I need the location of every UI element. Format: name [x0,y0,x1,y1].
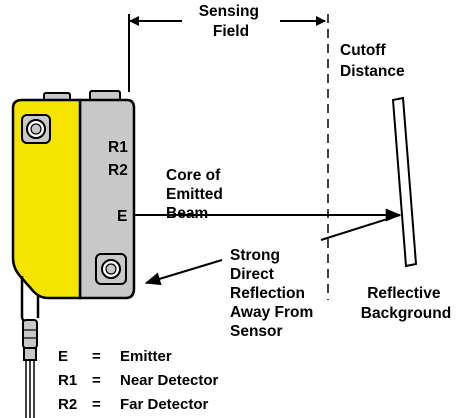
sensor-housing [11,98,82,300]
strong-reflection-arrow [144,259,223,286]
reflected-ray [320,214,401,241]
marking-r2: R2 [108,162,128,179]
strong-reflection-line-4: Away From [230,304,313,321]
legend-eq: = [92,348,101,365]
legend: E = Emitter R1 = Near Detector R2 = Far … [58,348,219,413]
sensor-body: R1 R2 E [11,90,136,300]
legend-symbol: E [58,348,68,365]
strong-reflection-line-3: Reflection [230,285,305,302]
reflective-line-2: Background [361,305,451,322]
legend-meaning: Emitter [120,348,172,365]
mounting-screw-top-icon [21,114,51,144]
sensing-field-line-2: Field [213,23,249,40]
sensor-cable [20,276,40,418]
core-beam-line-2: Emitted [166,186,223,203]
core-beam-label: Core of Emitted Beam [166,167,227,222]
mounting-screw-bottom-icon [95,253,127,285]
legend-row: R2 = Far Detector [58,396,209,413]
legend-meaning: Far Detector [120,396,209,413]
strong-reflection-line-1: Strong [230,247,280,264]
sensing-field-label: Sensing Field [199,3,264,40]
sensor-face [78,98,136,300]
strong-reflection-line-5: Sensor [230,323,283,340]
marking-r1: R1 [108,139,128,156]
legend-symbol: R2 [58,396,77,413]
cutoff-line-1: Cutoff [340,42,386,59]
legend-meaning: Near Detector [120,372,219,389]
legend-eq: = [92,372,101,389]
legend-eq: = [92,396,101,413]
reflective-background-panel [391,96,418,268]
core-beam-line-1: Core of [166,167,221,184]
cutoff-line-2: Distance [340,63,405,80]
reflective-background-label: Reflective Background [361,285,451,322]
strong-reflection-label: Strong Direct Reflection Away From Senso… [230,247,318,340]
cutoff-distance-label: Cutoff Distance [340,42,405,80]
sensing-field-dimension [128,14,326,92]
core-beam-line-3: Beam [166,205,208,222]
legend-row: E = Emitter [58,348,172,365]
legend-symbol: R1 [58,372,77,389]
sensing-field-line-1: Sensing [199,3,259,20]
marking-e: E [117,208,127,225]
reflective-line-1: Reflective [367,285,441,302]
strong-reflection-line-2: Direct [230,266,274,283]
legend-row: R1 = Near Detector [58,372,219,389]
